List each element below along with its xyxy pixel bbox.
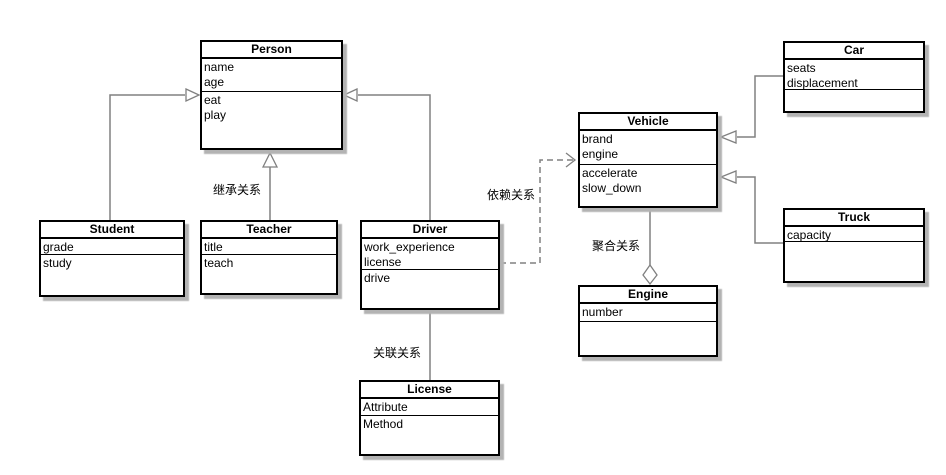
class-student-attributes: grade [41,239,183,255]
label-inheritance-relationship: 继承关系 [213,183,262,197]
attribute: grade [43,240,74,254]
class-truck-title: Truck [785,210,923,227]
method: play [204,108,227,122]
connector-vehicle-engine-aggregation [642,208,658,286]
label-dependency-relationship: 依赖关系 [487,188,536,202]
connector-driver-person-inheritance [342,87,431,220]
class-driver-attributes: work_experience license [362,239,498,270]
method: Method [363,417,404,431]
attribute: license [364,255,402,269]
method: eat [204,93,221,107]
attribute: number [582,305,623,319]
attribute: displacement [787,76,858,90]
class-car-methods [785,90,923,111]
method: study [43,256,72,270]
connector-car-vehicle-inheritance [719,75,783,144]
method: slow_down [582,181,642,195]
attribute: Attribute [363,400,408,414]
class-driver-methods: drive [362,270,498,308]
class-person: Person name age eat play [200,40,343,150]
class-student: Student grade study [39,220,185,297]
class-engine-title: Engine [580,287,716,304]
class-vehicle-methods: accelerate slow_down [580,165,716,206]
attribute: age [204,75,225,89]
attribute: engine [582,147,619,161]
class-license-title: License [361,382,498,399]
connector-teacher-person-inheritance [261,151,279,220]
class-engine-attributes: number [580,304,716,322]
class-driver-title: Driver [362,222,498,239]
class-engine: Engine number [578,285,718,357]
label-aggregation-relationship: 聚合关系 [592,239,641,253]
connector-driver-vehicle-dependency [500,152,577,264]
class-license-methods: Method [361,416,498,454]
method: accelerate [582,166,638,180]
class-truck-methods [785,242,923,281]
connector-truck-vehicle-inheritance [719,170,783,244]
class-teacher: Teacher title teach [200,220,338,295]
class-engine-methods [580,322,716,355]
class-driver: Driver work_experience license drive [360,220,500,310]
class-teacher-title: Teacher [202,222,336,239]
class-vehicle-attributes: brand engine [580,131,716,165]
class-truck-attributes: capacity [785,227,923,242]
class-vehicle-title: Vehicle [580,114,716,131]
class-person-title: Person [202,42,341,59]
class-person-methods: eat play [202,92,341,148]
attribute: name [204,60,235,74]
class-car-title: Car [785,43,923,60]
attribute: capacity [787,228,832,242]
class-license: License Attribute Method [359,380,500,456]
class-truck: Truck capacity [783,208,925,283]
label-association-relationship: 关联关系 [373,346,422,360]
attribute: work_experience [364,240,455,254]
method: teach [204,256,234,270]
attribute: brand [582,132,613,146]
class-car-attributes: seats displacement [785,60,923,90]
class-vehicle: Vehicle brand engine accelerate slow_dow… [578,112,718,208]
class-person-attributes: name age [202,59,341,92]
class-teacher-attributes: title [202,239,336,255]
class-license-attributes: Attribute [361,399,498,416]
class-student-title: Student [41,222,183,239]
attribute: seats [787,61,816,75]
connector-student-person-inheritance [109,87,201,220]
class-teacher-methods: teach [202,255,336,293]
class-car: Car seats displacement [783,41,925,113]
method: drive [364,271,391,285]
class-student-methods: study [41,255,183,295]
attribute: title [204,240,223,254]
